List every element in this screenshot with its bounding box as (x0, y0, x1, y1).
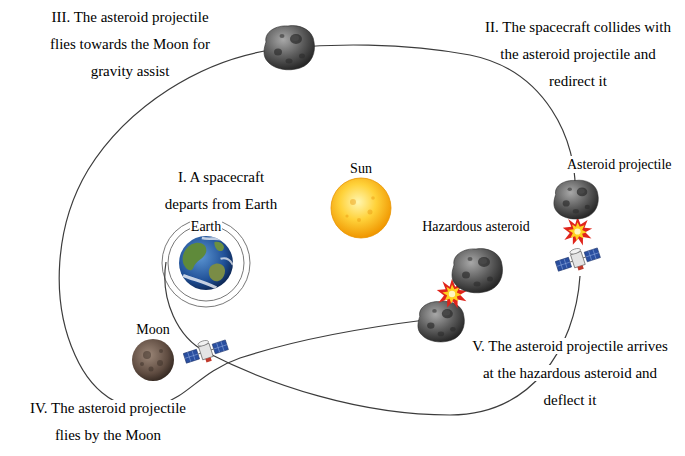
step-text: I. A spacecraft departs from Earth (165, 169, 277, 212)
asteroid-picture (264, 26, 314, 70)
step-caption: V. The asteroid projectile arrives at th… (472, 333, 668, 414)
step-text: III. The asteroid projectile flies towar… (50, 9, 210, 79)
spacecraft-picture (181, 334, 230, 368)
object-label: Earth (190, 218, 222, 235)
object-label: Sun (349, 160, 373, 177)
asteroid-picture (452, 249, 502, 293)
spacecraft-picture (553, 242, 602, 276)
object-picture (178, 235, 234, 291)
object-picture (444, 245, 508, 295)
step-text: II. The spacecraft collides with the ast… (485, 19, 671, 89)
step-caption: III. The asteroid projectile flies towar… (45, 4, 215, 85)
step-caption: II. The spacecraft collides with the ast… (480, 14, 676, 95)
object-picture (330, 177, 392, 239)
step-text: IV. The asteroid projectile flies by the… (30, 400, 186, 443)
explosion-symbol (563, 217, 592, 246)
step-text: V. The asteroid projectile arrives at th… (472, 338, 668, 408)
object-label: Asteroid projectile (566, 156, 673, 173)
sun-picture (331, 178, 391, 238)
orbit-circle (168, 225, 244, 301)
object-picture (131, 338, 175, 382)
object-label: Hazardous asteroid (421, 218, 531, 235)
asteroid-picture (554, 180, 598, 219)
asteroid-node: Hazardous asteroid (421, 218, 531, 295)
step-caption: IV. The asteroid projectile flies by the… (23, 395, 193, 449)
earth-picture (179, 236, 233, 290)
earth-node: Earth (178, 218, 234, 291)
step-caption: I. A spacecraft departs from Earth (161, 164, 281, 218)
moon-node: Moon (131, 321, 175, 382)
asteroid-node: Asteroid projectile (548, 156, 673, 221)
object-picture (548, 177, 602, 221)
orbit-circle (162, 219, 250, 307)
sun-node: Sun (330, 160, 392, 239)
moon-picture (132, 339, 174, 381)
object-label: Moon (135, 321, 170, 338)
